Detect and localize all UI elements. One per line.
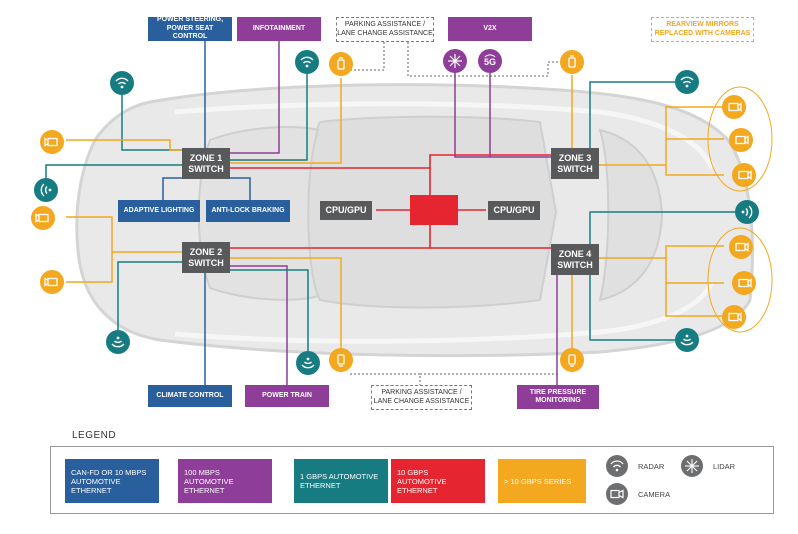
legend-camera-label: CAMERA (638, 490, 671, 499)
camera-group-top (707, 86, 773, 192)
legend: CAN-FD OR 10 MBPS AUTOMOTIVE ETHERNET 10… (50, 446, 774, 514)
radar-icon (735, 200, 759, 224)
camera-icon (729, 235, 753, 259)
camera-icon (31, 206, 55, 230)
legend-1gbps: 1 GBPS AUTOMOTIVE ETHERNET (294, 459, 388, 503)
parking-sensor-icon (329, 52, 353, 76)
zone4-switch: ZONE 4 SWITCH (551, 244, 599, 275)
legend-100mbps: 100 MBPS AUTOMOTIVE ETHERNET (178, 459, 272, 503)
parking-sensor-icon (329, 348, 353, 372)
radar-icon (675, 70, 699, 94)
tire-pressure-box: TIRE PRESSURE MONITORING (517, 385, 599, 409)
zone3-switch: ZONE 3 SWITCH (551, 148, 599, 179)
adaptive-lighting-box: ADAPTIVE LIGHTING (118, 200, 200, 222)
radar-icon (296, 351, 320, 375)
camera-icon (729, 128, 753, 152)
can-fd-lines (162, 41, 251, 385)
legend-10gbps: 10 GBPS AUTOMOTIVE ETHERNET (391, 459, 485, 503)
anti-lock-braking-box: ANTI-LOCK BRAKING (206, 200, 290, 222)
v2x-box: V2X (448, 17, 532, 41)
camera-icon (722, 95, 746, 119)
radar-icon (34, 178, 58, 202)
radar-icon (606, 455, 628, 477)
radar-icon (295, 50, 319, 74)
zone1-switch: ZONE 1 SWITCH (182, 148, 230, 179)
radar-icon (106, 330, 130, 354)
5g-label: 5G (483, 57, 496, 67)
10gbps-lines (230, 154, 556, 249)
gbps-series-lines (66, 75, 724, 355)
legend-lidar-label: LIDAR (713, 462, 736, 471)
camera-icon (732, 271, 756, 295)
cpu-gpu-left: CPU/GPU (320, 201, 372, 220)
legend-title: LEGEND (72, 430, 117, 441)
camera-icon (606, 483, 628, 505)
camera-icon (40, 270, 64, 294)
climate-control-box: CLIMATE CONTROL (148, 385, 232, 407)
cpu-gpu-right: CPU/GPU (488, 201, 540, 220)
camera-icon (732, 163, 756, 187)
5g-icon: 5G (478, 49, 502, 73)
tire-sensor-icon (560, 348, 584, 372)
dashed-connectors (341, 42, 562, 386)
lidar-icon (681, 455, 703, 477)
100mbps-lines (230, 41, 558, 385)
radar-icon (110, 71, 134, 95)
infotainment-box: INFOTAINMENT (237, 17, 321, 41)
legend-gbps-series: > 10 GBPS SERIES (498, 459, 586, 503)
legend-radar-label: RADAR (638, 462, 665, 471)
camera-group-bottom (707, 227, 773, 333)
lidar-icon (443, 49, 467, 73)
parking-assistance-top: PARKING ASSISTANCE / LANE CHANGE ASSISTA… (336, 17, 434, 42)
parking-assistance-bottom: PARKING ASSISTANCE / LANE CHANGE ASSISTA… (371, 385, 472, 410)
power-train-box: POWER TRAIN (245, 385, 329, 407)
radar-icon (675, 328, 699, 352)
central-compute (410, 195, 458, 225)
parking-sensor-icon (560, 50, 584, 74)
legend-can-fd: CAN-FD OR 10 MBPS AUTOMOTIVE ETHERNET (65, 459, 159, 503)
zone2-switch: ZONE 2 SWITCH (182, 242, 230, 273)
camera-icon (40, 130, 64, 154)
rearview-cameras-label: REARVIEW MIRRORS REPLACED WITH CAMERAS (651, 17, 754, 42)
camera-icon (722, 305, 746, 329)
power-steering-box: POWER STEERING, POWER SEAT CONTROL (148, 16, 232, 41)
1gbps-lines (45, 74, 745, 355)
